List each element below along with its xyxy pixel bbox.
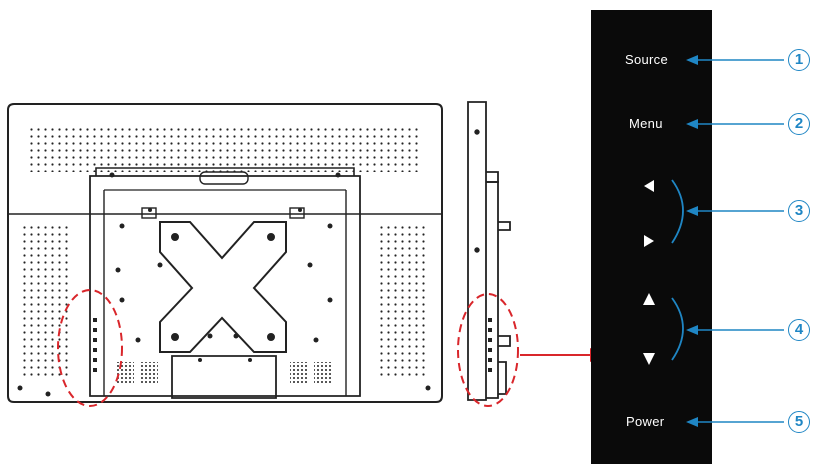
- callout-3: 3: [788, 200, 810, 222]
- callout-5: 5: [788, 411, 810, 433]
- power-button-label: Power: [626, 414, 665, 429]
- left-arrow-icon: [644, 180, 654, 192]
- bracket-4: [671, 297, 684, 361]
- menu-button-label: Menu: [629, 116, 663, 131]
- right-arrow-icon: [644, 235, 654, 247]
- callout-4: 4: [788, 319, 810, 341]
- up-arrow-icon: [643, 293, 655, 305]
- bracket-3: [671, 179, 684, 244]
- callout-2: 2: [788, 113, 810, 135]
- rear-buttons-highlight: [57, 289, 123, 407]
- callout-arrows: [686, 55, 784, 427]
- side-buttons-highlight: [457, 293, 519, 407]
- source-button-label: Source: [625, 52, 668, 67]
- down-arrow-icon: [643, 353, 655, 365]
- button-panel: [591, 10, 712, 464]
- callout-1: 1: [788, 49, 810, 71]
- monitor-rear-view: [7, 103, 443, 403]
- monitor-side-view: [467, 101, 511, 401]
